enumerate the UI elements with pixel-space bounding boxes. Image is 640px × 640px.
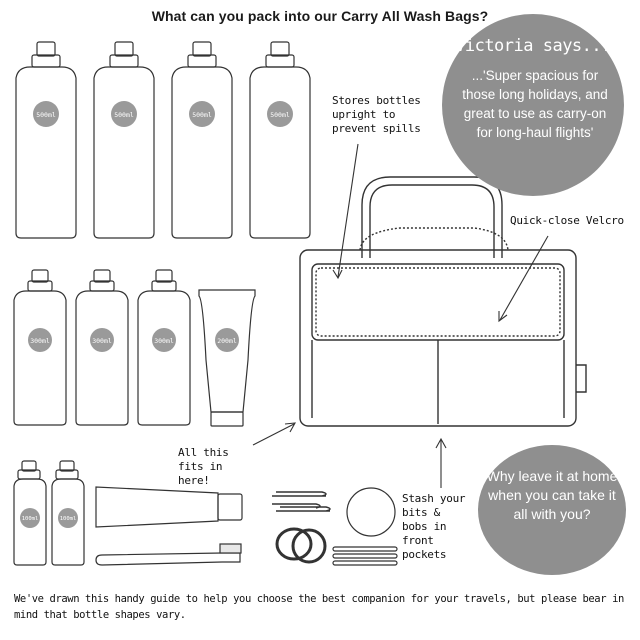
bottle-500ml-1 [15, 41, 77, 239]
page-title: What can you pack into our Carry All Was… [151, 8, 489, 24]
hair-bands [275, 527, 327, 564]
victoria-quote: ...'Super spacious for those long holida… [462, 68, 608, 140]
volume-label: 500ml [270, 111, 290, 119]
volume-label: 300ml [30, 337, 50, 345]
victoria-bubble: Victoria says... ...'Super spacious for … [442, 14, 624, 196]
bottle-300ml-3 [137, 269, 191, 426]
volume-label: 500ml [192, 111, 212, 119]
victoria-name: Victoria says... [455, 36, 611, 56]
bottle-100ml-2 [51, 460, 85, 566]
toothpaste-tube [95, 486, 243, 528]
bottle-500ml-4 [249, 41, 311, 239]
tube-200ml [198, 289, 256, 427]
annotation-velcro: Quick-close Velcro [510, 214, 624, 227]
bottle-300ml-2 [75, 269, 129, 426]
bottle-100ml-1 [13, 460, 47, 566]
bottle-300ml-1 [13, 269, 67, 426]
footer-note: We've drawn this handy guide to help you… [14, 593, 624, 621]
volume-label: 300ml [92, 337, 112, 345]
cotton-buds [332, 546, 398, 566]
wash-bag [299, 176, 587, 427]
bottle-500ml-3 [171, 41, 233, 239]
volume-label: 100ml [22, 516, 39, 522]
volume-label: 300ml [154, 337, 174, 345]
annotation-stash: Stash your bits & bobs in front pockets [402, 492, 466, 561]
volume-label: 200ml [217, 337, 237, 345]
arrows [252, 143, 549, 488]
annotation-stores: Stores bottles upright to prevent spills [332, 94, 421, 135]
why-bubble: Why leave it at home when you can take i… [478, 445, 626, 575]
cotton-pad [346, 487, 396, 537]
bottle-500ml-2 [93, 41, 155, 239]
hair-grips [272, 491, 331, 512]
volume-label: 500ml [36, 111, 56, 119]
volume-label: 500ml [114, 111, 134, 119]
annotation-fits: All this fits in here! [178, 446, 229, 487]
why-bubble-text: Why leave it at home when you can take i… [486, 468, 618, 522]
volume-label: 100ml [60, 516, 77, 522]
toothbrush [95, 543, 242, 566]
